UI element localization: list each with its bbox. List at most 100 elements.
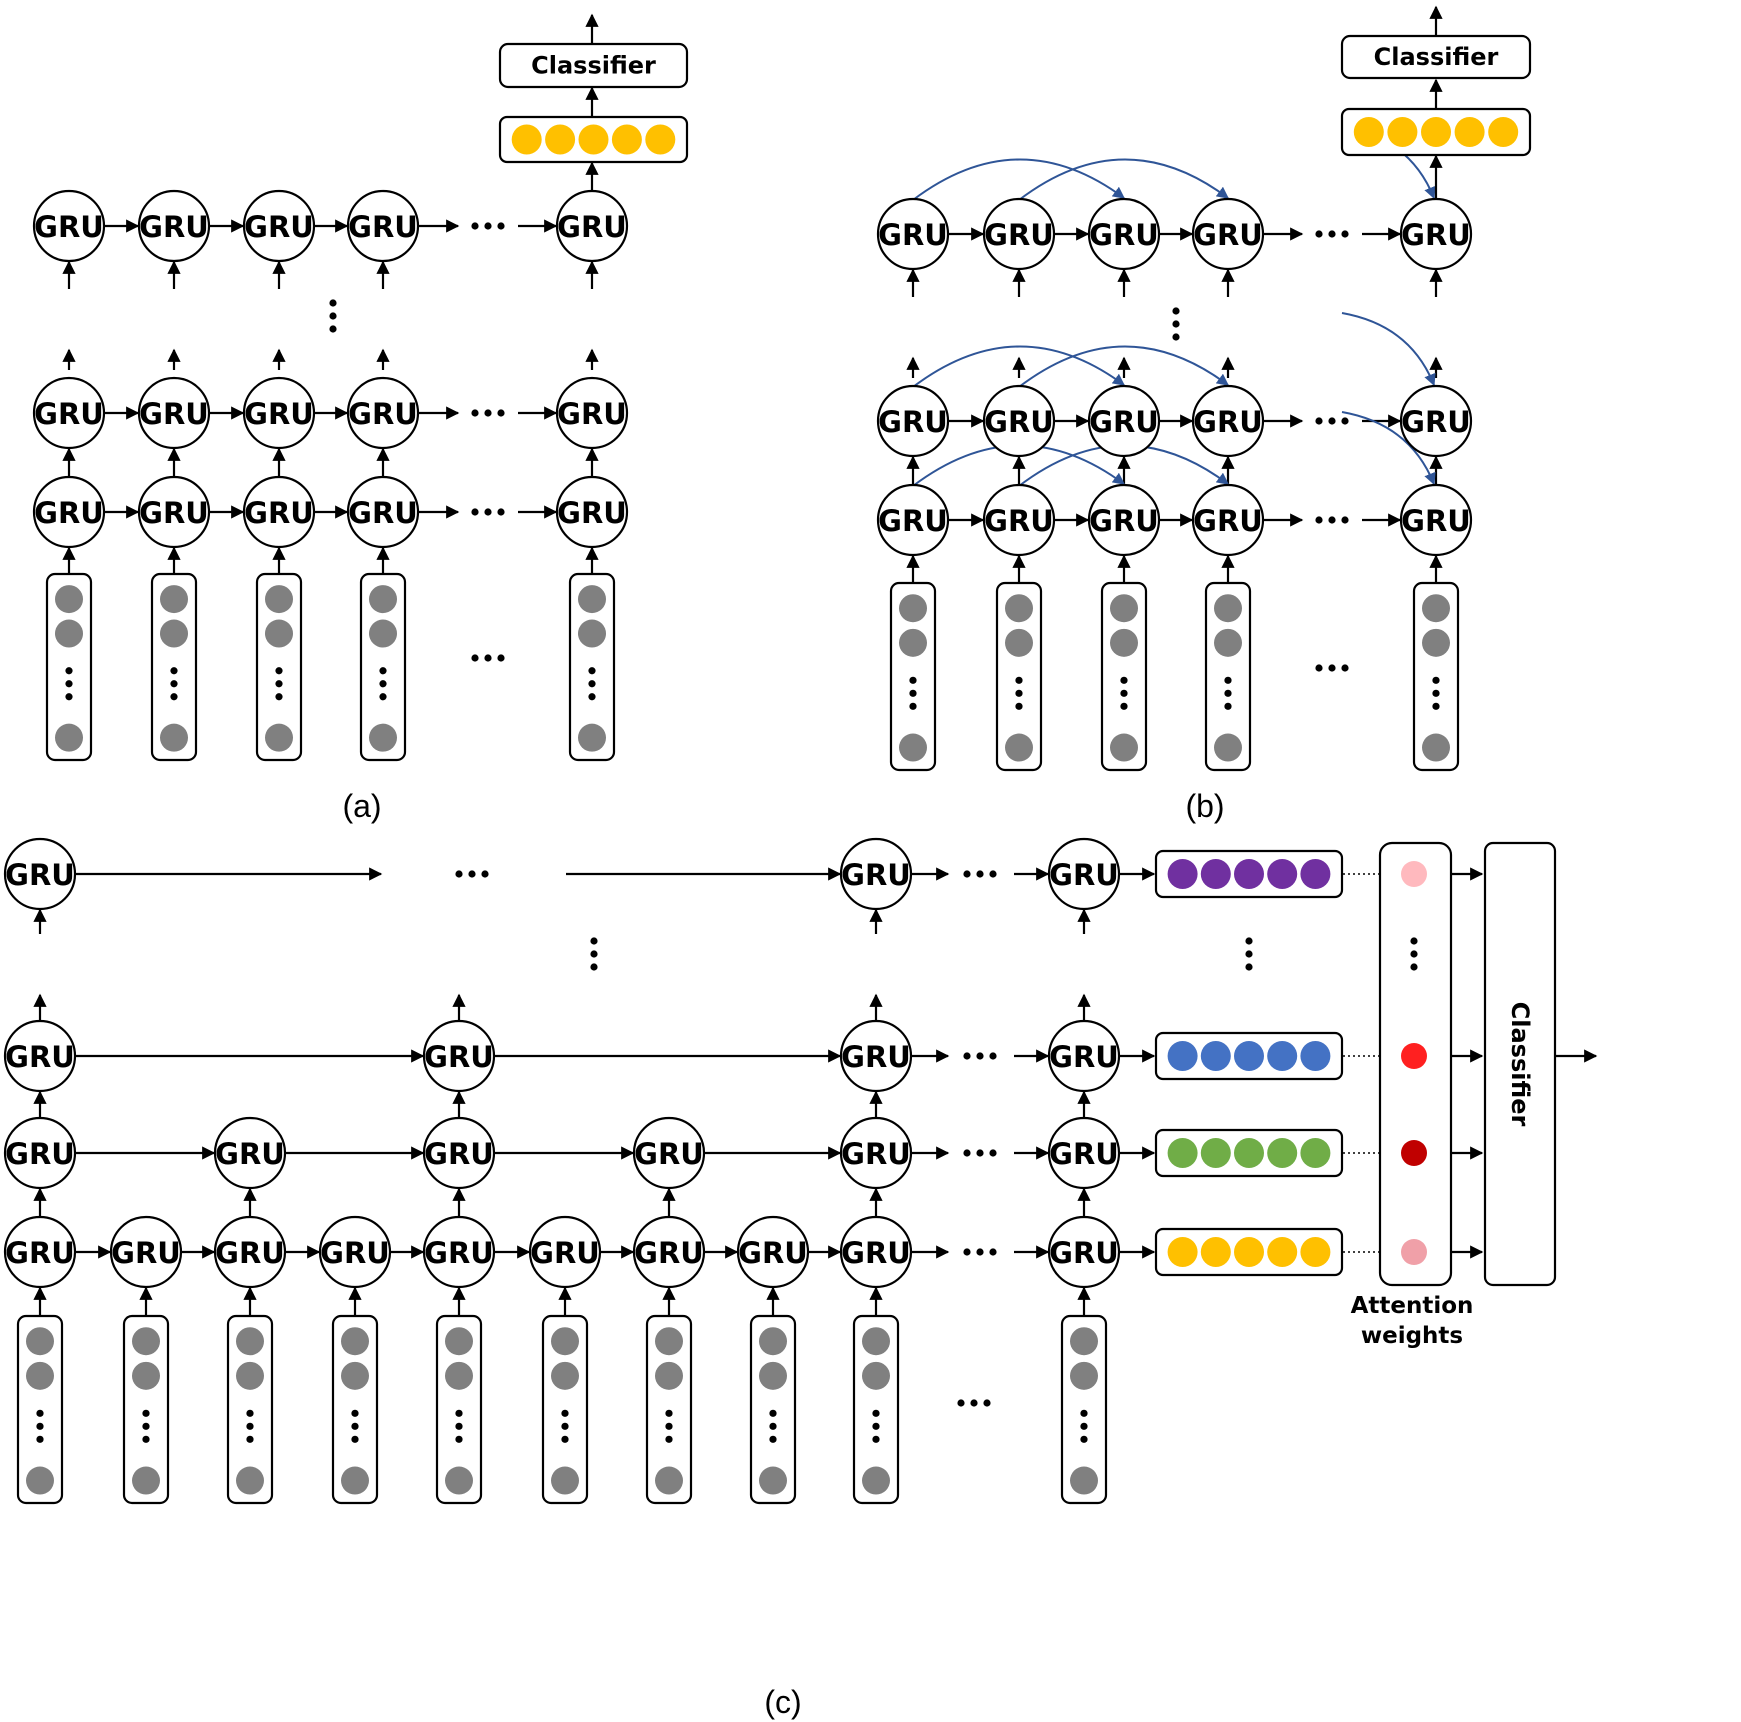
hidden-state-dot bbox=[1167, 1237, 1198, 1267]
hidden-state-dot bbox=[1267, 859, 1298, 889]
gru-node bbox=[555, 376, 629, 450]
input-feature-dot bbox=[445, 1361, 473, 1390]
hidden-state-dot bbox=[1353, 117, 1384, 147]
input-vector-box bbox=[1060, 1314, 1108, 1505]
ellipsis-dot bbox=[329, 299, 337, 307]
ellipsis-dot bbox=[665, 1422, 673, 1430]
skip-connection-arrow bbox=[1341, 411, 1436, 486]
gru-label: GRU bbox=[139, 496, 209, 530]
ellipsis-dot bbox=[590, 937, 598, 945]
gru-label: GRU bbox=[348, 496, 418, 530]
gru-node bbox=[242, 376, 316, 450]
gru-label: GRU bbox=[1049, 858, 1119, 892]
ellipsis-dot bbox=[468, 870, 476, 878]
gru-label: GRU bbox=[5, 858, 75, 892]
attention-weight-dot bbox=[1401, 1239, 1427, 1265]
ellipsis-dot bbox=[246, 1409, 254, 1417]
ellipsis-dot bbox=[1120, 676, 1128, 684]
hidden-state-dot bbox=[1300, 1138, 1331, 1168]
input-feature-dot bbox=[236, 1327, 264, 1356]
input-feature-dot bbox=[236, 1361, 264, 1390]
ellipsis-dot bbox=[1341, 664, 1349, 672]
ellipsis-dot bbox=[561, 1409, 569, 1417]
input-feature-dot bbox=[1422, 594, 1450, 623]
ellipsis-dot bbox=[1432, 676, 1440, 684]
gru-node bbox=[876, 197, 950, 271]
input-feature-dot bbox=[578, 619, 606, 648]
ellipsis-dot bbox=[1015, 676, 1023, 684]
ellipsis-dot bbox=[872, 1409, 880, 1417]
ellipsis-dot bbox=[665, 1409, 673, 1417]
input-feature-dot bbox=[55, 723, 83, 752]
hidden-state-dot bbox=[1234, 1138, 1264, 1168]
ellipsis-dot bbox=[170, 680, 178, 688]
ellipsis-dot bbox=[1080, 1422, 1088, 1430]
hidden-state-dot bbox=[1267, 1237, 1298, 1267]
gru-node bbox=[346, 475, 420, 549]
input-vector-box bbox=[1100, 581, 1148, 772]
hidden-state-dot bbox=[1300, 1041, 1331, 1071]
input-feature-dot bbox=[1110, 733, 1138, 762]
hidden-state-dot bbox=[1200, 1237, 1231, 1267]
ellipsis-dot bbox=[1245, 937, 1253, 945]
attention-label-line1: Attention bbox=[1351, 1293, 1474, 1319]
gru-label: GRU bbox=[1401, 405, 1471, 439]
ellipsis-dot bbox=[1245, 950, 1253, 958]
input-vector-box bbox=[1204, 581, 1252, 772]
ellipsis-dot bbox=[497, 222, 505, 230]
caption-b: (b) bbox=[1185, 788, 1224, 824]
input-feature-dot bbox=[578, 585, 606, 614]
ellipsis-dot bbox=[1224, 702, 1232, 710]
ellipsis-dot bbox=[351, 1422, 359, 1430]
input-feature-dot bbox=[265, 585, 293, 614]
input-feature-dot bbox=[1005, 628, 1033, 657]
ellipsis-dot bbox=[379, 680, 387, 688]
input-feature-dot bbox=[341, 1361, 369, 1390]
ellipsis-dot bbox=[1328, 664, 1336, 672]
input-feature-dot bbox=[578, 723, 606, 752]
gru-node bbox=[876, 384, 950, 458]
ellipsis-dot bbox=[455, 1409, 463, 1417]
hidden-state-dot bbox=[1234, 1041, 1264, 1071]
input-feature-dot bbox=[862, 1361, 890, 1390]
gru-node bbox=[32, 475, 106, 549]
ellipsis-dot bbox=[1120, 702, 1128, 710]
ellipsis-dot bbox=[246, 1422, 254, 1430]
ellipsis-dot bbox=[983, 1399, 991, 1407]
ellipsis-dot bbox=[142, 1409, 150, 1417]
input-feature-dot bbox=[369, 585, 397, 614]
ellipsis-dot bbox=[484, 654, 492, 662]
ellipsis-dot bbox=[455, 870, 463, 878]
skip-connection-arrow bbox=[912, 158, 1125, 201]
gru-label: GRU bbox=[5, 1236, 75, 1270]
ellipsis-dot bbox=[1120, 689, 1128, 697]
input-feature-dot bbox=[1070, 1327, 1098, 1356]
ellipsis-dot bbox=[1410, 963, 1418, 971]
ellipsis-dot bbox=[484, 222, 492, 230]
hidden-state-dot bbox=[511, 124, 542, 155]
classifier-label: Classifier bbox=[531, 52, 656, 80]
input-vector-box bbox=[749, 1314, 797, 1505]
gru-node bbox=[242, 475, 316, 549]
attention-weight-dot bbox=[1401, 861, 1427, 887]
hidden-state-dot bbox=[545, 124, 576, 155]
ellipsis-dot bbox=[957, 1399, 965, 1407]
ellipsis-dot bbox=[989, 1248, 997, 1256]
input-feature-dot bbox=[265, 723, 293, 752]
gru-node bbox=[1047, 1215, 1121, 1289]
hidden-state-dot bbox=[1267, 1041, 1298, 1071]
attention-weight-dot bbox=[1401, 1140, 1427, 1166]
shape-layer bbox=[3, 34, 1557, 1505]
gru-label: GRU bbox=[1193, 504, 1263, 538]
gru-label: GRU bbox=[841, 1236, 911, 1270]
ellipsis-dot bbox=[329, 312, 337, 320]
gru-label: GRU bbox=[1089, 218, 1159, 252]
ellipsis-dot bbox=[588, 667, 596, 675]
gru-label: GRU bbox=[34, 496, 104, 530]
gru-node bbox=[32, 376, 106, 450]
gru-label: GRU bbox=[984, 504, 1054, 538]
input-feature-dot bbox=[26, 1361, 54, 1390]
gru-label: GRU bbox=[244, 496, 314, 530]
input-vector-box bbox=[541, 1314, 589, 1505]
